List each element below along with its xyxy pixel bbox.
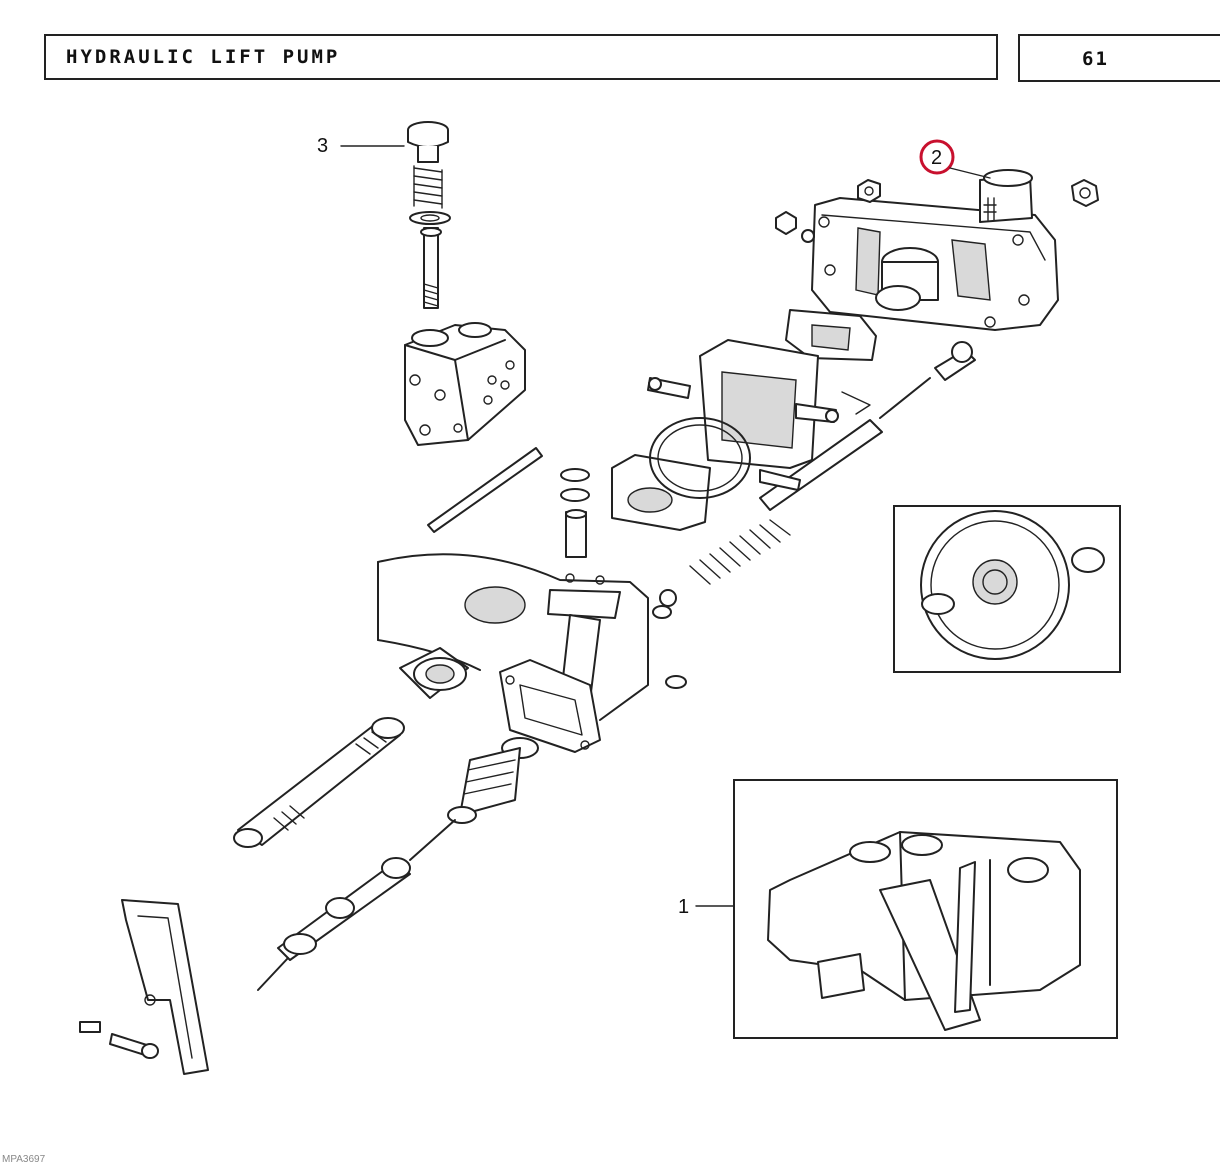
callout-2-leader [949,167,991,179]
dowel-pins [427,447,590,558]
callout-2-label: 2 [931,147,942,169]
title-box: HYDRAULIC LIFT PUMP [44,34,998,80]
page-number-box: 61 [1018,34,1220,82]
control-lever [79,899,209,1075]
splined-shaft [233,717,405,848]
gear-inset [893,505,1121,673]
lower-valve-rod [257,737,539,991]
page-title: HYDRAULIC LIFT PUMP [66,46,341,68]
lift-housing [377,553,687,753]
pump-gear-bodies [611,309,877,531]
control-valve-rod [652,341,976,619]
callout-1-label: 1 [678,896,689,918]
page-number: 61 [1082,48,1109,70]
callout-3-label: 3 [317,135,328,157]
part-3-valve-assembly [404,121,526,446]
part-2-pump-cover [775,169,1099,331]
assembled-pump-inset [733,779,1118,1039]
callout-2-highlight-circle [919,139,955,175]
image-code: MPA3697 [2,1154,46,1165]
